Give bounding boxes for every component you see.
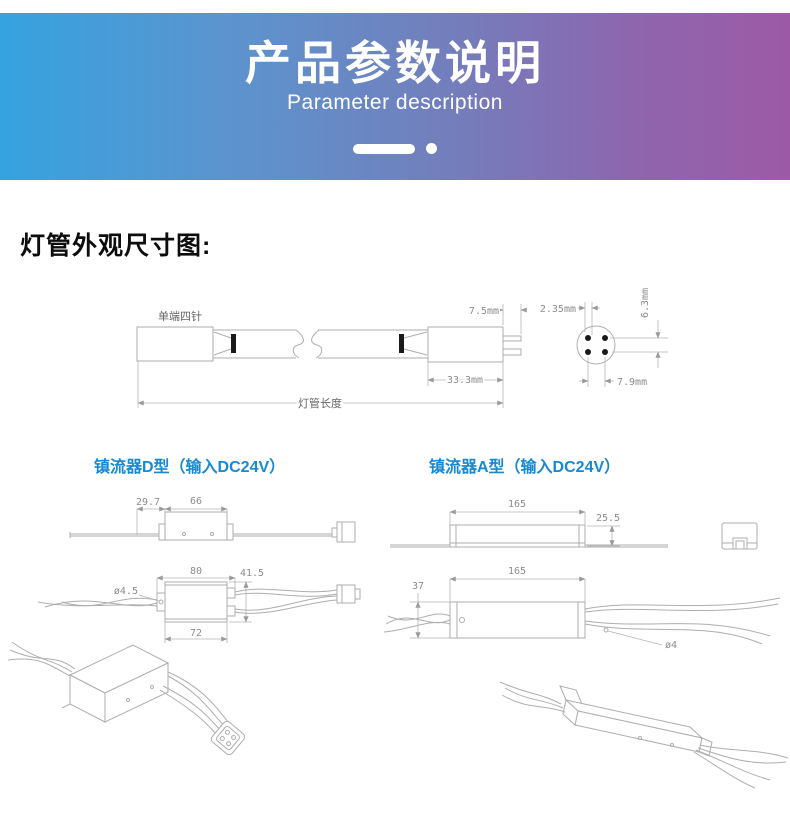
divider-dash-icon — [353, 143, 415, 154]
dim-pin-pitch: 2.35mm — [538, 302, 600, 335]
dim-label: 29.7 — [136, 497, 160, 508]
ballast-a-3d-view — [499, 681, 789, 789]
pin-type-label: 单端四针 — [158, 309, 202, 323]
ballast-d-side-view: 29.7 66 — [69, 495, 356, 543]
dim-label: ø4 — [665, 640, 677, 651]
svg-text:7.9mm: 7.9mm — [617, 377, 647, 388]
connector-block — [336, 584, 361, 604]
dim-label: 72 — [190, 628, 202, 639]
dim-pin-length: 7.5mm — [467, 304, 527, 334]
ballast-d-body-side — [164, 511, 228, 541]
svg-text:33.3mm: 33.3mm — [447, 375, 483, 386]
pin-dot — [602, 335, 608, 341]
dim-cap-length: 33.3mm — [427, 362, 504, 408]
lamp-dimension-diagram: 单端四针 7.5mm — [136, 286, 668, 412]
svg-text:6.3mm: 6.3mm — [640, 288, 651, 318]
pin-dot — [602, 349, 608, 355]
pin-dot — [585, 349, 591, 355]
pin-dot — [585, 335, 591, 341]
page-subtitle: Parameter description — [287, 91, 503, 115]
section-heading: 灯管外观尺寸图: — [20, 232, 212, 260]
lamp-connector-3d — [210, 720, 246, 756]
dim-label: 37 — [412, 581, 424, 592]
ballast-a-end-view — [721, 522, 758, 550]
dim-label: 66 — [190, 496, 202, 507]
ballast-a-heading: 镇流器A型（输入DC24V） — [429, 459, 621, 476]
lamp-end-view: 2.35mm 6.3mm 7.9mm — [538, 286, 668, 390]
dim-label: 25.5 — [596, 513, 620, 524]
ballast-a-side-view: 165 25.5 — [390, 498, 668, 548]
lamp-left-cap — [136, 326, 214, 362]
filament-left — [213, 331, 236, 356]
svg-text:灯管长度: 灯管长度 — [298, 396, 342, 410]
page-title: 产品参数说明 — [245, 37, 545, 89]
ballast-a-body-top — [449, 601, 586, 639]
dim-pin-row-gap: 6.3mm — [610, 286, 668, 368]
lamp-pin-top — [502, 335, 522, 342]
filament-right — [399, 331, 428, 356]
lamp-side-view: 单端四针 7.5mm — [136, 304, 527, 412]
dim-pin-circle: 7.9mm — [579, 357, 649, 390]
dim-label: ø4.5 — [114, 586, 138, 597]
ballast-d-body-top — [164, 581, 228, 623]
ballast-a-top-view: 37 165 ø4 — [383, 565, 781, 653]
dim-label: 165 — [508, 566, 526, 577]
ballast-d-3d-view — [7, 641, 246, 756]
dim-tube-length: 灯管长度 — [137, 361, 504, 412]
divider-dot-icon — [426, 143, 437, 155]
ballast-a-body-side — [449, 524, 586, 548]
banner-divider — [353, 143, 437, 155]
lamp-pin-bottom — [502, 348, 522, 356]
svg-text:2.35mm: 2.35mm — [540, 304, 576, 315]
ballast-d-top-view: 80 41.5 ø4.5 72 — [37, 565, 361, 643]
dim-label: 80 — [190, 566, 202, 577]
tube-break-right — [311, 329, 323, 359]
banner: 产品参数说明 Parameter description — [0, 13, 790, 180]
lamp-right-cap — [427, 326, 504, 363]
dim-label: 41.5 — [240, 568, 264, 579]
dim-label: 165 — [508, 499, 526, 510]
ballast-drawings: 29.7 66 80 41.5 — [7, 495, 789, 789]
connector-block — [331, 521, 356, 543]
tube-break-left — [292, 329, 304, 359]
mount-hole — [158, 599, 164, 605]
mount-hole — [459, 617, 465, 623]
ballast-d-heading: 镇流器D型（输入DC24V） — [94, 459, 286, 476]
svg-text:7.5mm: 7.5mm — [469, 306, 499, 317]
